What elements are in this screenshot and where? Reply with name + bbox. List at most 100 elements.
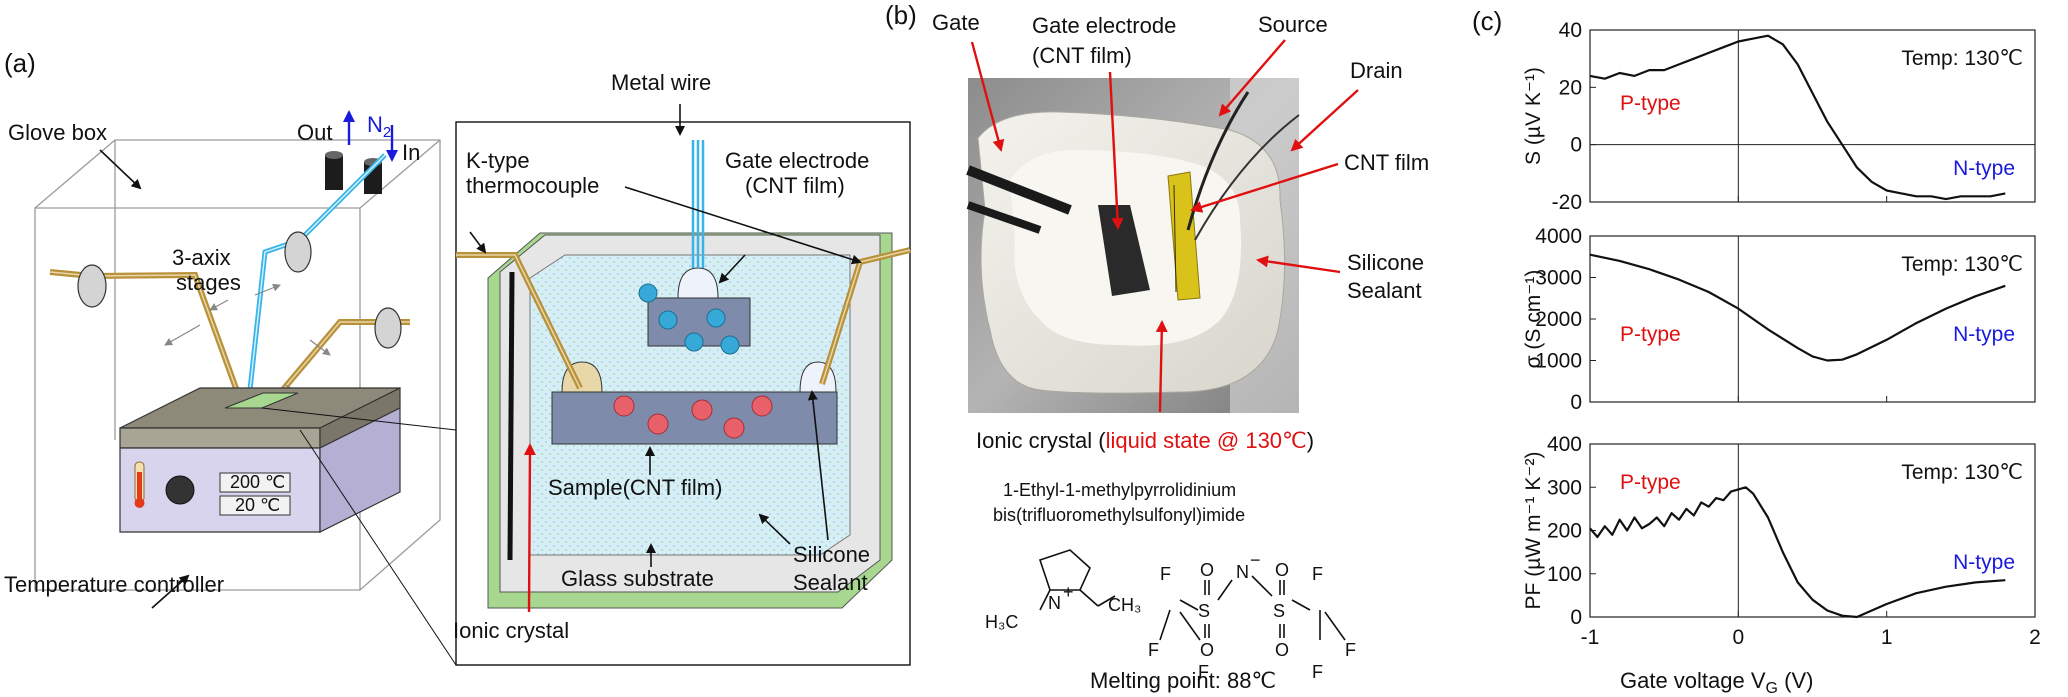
chart-3-xtick-label: -1: [1581, 626, 1600, 649]
gate-label: Gate: [932, 10, 980, 35]
ionic-crystal-label: Ionic crystal: [453, 618, 569, 643]
chart-2-ytick-label: 4000: [1535, 225, 1582, 248]
chart-3-n-type-label: N-type: [1953, 551, 2015, 574]
chart-2-ylabel: σ (S cm⁻¹): [1522, 270, 1545, 369]
glove-box: [34, 139, 441, 591]
gas-in-label: In: [402, 140, 420, 165]
x-axis-label: Gate voltage VG (V): [1620, 668, 1813, 697]
chart-3-ylabel: PF (µW m⁻¹ K⁻²): [1522, 452, 1545, 610]
chart-2-temp-label: Temp: 130℃: [1901, 253, 2023, 276]
thermocouple-arrow-left: [469, 231, 487, 254]
chart-2-ytick-label: 3000: [1535, 267, 1582, 290]
chart-3-xtick-label: 0: [1732, 626, 1744, 649]
chart-3-ytick-label: 100: [1547, 563, 1582, 586]
chart-1-ytick-label: 40: [1559, 19, 1582, 42]
ionic-crystal-arrow: [523, 443, 536, 613]
compound-name-line1: 1-Ethyl-1-methylpyrrolidinium: [1003, 480, 1236, 500]
chart-1-ylabel: S (µV K⁻¹): [1522, 67, 1545, 165]
panel-c-tag: (c): [1472, 6, 1502, 36]
chart-1-frame: [1589, 29, 2036, 203]
glove-box-label: Glove box: [8, 120, 107, 145]
controller-readout-top: 200 ℃: [230, 472, 285, 492]
compound-name-line2: bis(trifluoromethylsulfonyl)imide: [993, 505, 1245, 525]
chem-o-4: O: [1275, 640, 1289, 660]
glass-substrate-label: Glass substrate: [561, 566, 714, 591]
chart-2-ytick-label: 0: [1570, 391, 1582, 414]
b-ionic-crystal-arrow: [1155, 320, 1168, 413]
chem-o-3: O: [1275, 560, 1289, 580]
n2-label: N2: [367, 112, 391, 141]
silicone-arrow-right: [807, 390, 829, 541]
melting-point-label: Melting point: 88℃: [1090, 668, 1276, 693]
chem-minus: −: [1250, 550, 1261, 570]
chemical-structure: [1038, 549, 1346, 641]
chem-f-4: F: [1312, 564, 1323, 584]
thermocouple-label-line1: K-type: [466, 148, 530, 173]
chem-f-3: F: [1198, 662, 1209, 682]
chart-1-ytick-label: -20: [1552, 191, 1582, 214]
glove-box-arrow: [99, 149, 142, 190]
cations: [613, 395, 773, 439]
gate-arrow: [970, 41, 1005, 152]
chem-h3c: H₃C: [985, 612, 1018, 632]
chart-1-series-line: [1589, 34, 2006, 201]
thermocouple-label-line2: thermocouple: [466, 173, 599, 198]
gas-out-label: Out: [297, 120, 332, 145]
silicone-arrow-left: [758, 513, 791, 545]
b-gate-electrode-arrow: [1108, 71, 1124, 230]
panel-a-tag: (a): [4, 48, 36, 78]
sample-label: Sample(CNT film): [548, 475, 722, 500]
b-gate-electrode-line2: (CNT film): [1032, 43, 1132, 68]
b-cnt-film-arrow: [1190, 162, 1339, 213]
panel-a: (a) Glove box Out In N2: [4, 48, 911, 666]
controller-arrow: [151, 574, 190, 609]
controller-readout-bottom: 20 ℃: [235, 495, 280, 515]
panel-b-tag: (b): [885, 0, 917, 30]
chart-3-xtick-label: 2: [2029, 626, 2041, 649]
chart-2-n-type-label: N-type: [1953, 323, 2015, 346]
device-photo: [966, 78, 1300, 413]
gate-electrode-label-line2: (CNT film): [745, 173, 845, 198]
source-label: Source: [1258, 12, 1328, 37]
source-arrow: [1218, 39, 1286, 117]
chem-o-1: O: [1200, 560, 1214, 580]
chart-3-series-line: [1589, 486, 2006, 619]
metal-wire-label: Metal wire: [611, 70, 711, 95]
chart-3-ytick-label: 400: [1547, 433, 1582, 456]
stage-knob-left: [77, 264, 107, 308]
silicone-label-line2: Sealant: [793, 570, 868, 595]
chart-2-series-line: [1589, 253, 2006, 362]
chart-1-temp-label: Temp: 130℃: [1901, 47, 2023, 70]
chart-3-temp-label: Temp: 130℃: [1901, 461, 2023, 484]
b-cnt-film-label: CNT film: [1344, 150, 1429, 175]
chemical-labels: H₃C N + CH₃ S S O O O O N − F F F F F F: [985, 550, 1356, 682]
panel-b: (b) Gate Gate electrode (CNT film) Sourc…: [885, 0, 1429, 693]
chem-f-6: F: [1312, 662, 1323, 682]
sealant-edge: [507, 271, 515, 561]
chart-1-n-type-label: N-type: [1953, 157, 2015, 180]
chem-n-plus: N: [1048, 593, 1061, 613]
thermocouple-arrow-right: [624, 186, 862, 265]
chem-s-left: S: [1198, 601, 1210, 621]
chem-f-2: F: [1148, 640, 1159, 660]
chart-2-ytick-label: 2000: [1535, 308, 1582, 331]
chem-n-minus: N: [1236, 562, 1249, 582]
chart-1-ytick-label: 0: [1570, 134, 1582, 157]
stage-knob-right: [374, 307, 402, 349]
b-gate-electrode-line1: Gate electrode: [1032, 13, 1176, 38]
chem-plus: +: [1063, 582, 1074, 602]
chart-3-ytick-label: 0: [1570, 606, 1582, 629]
chart-2-ytick-label: 1000: [1535, 350, 1582, 373]
metal-wire: [691, 140, 705, 268]
chem-f-1: F: [1160, 564, 1171, 584]
chart-3-p-type-label: P-type: [1620, 471, 1681, 494]
chart-3-ytick-label: 200: [1547, 520, 1582, 543]
gate-electrode-label-line1: Gate electrode: [725, 148, 869, 173]
gate-electrode-arrow: [718, 254, 746, 284]
stage-motion-arrows: [164, 283, 331, 396]
drain-arrow: [1290, 89, 1359, 152]
stage-knob-middle: [284, 231, 312, 273]
